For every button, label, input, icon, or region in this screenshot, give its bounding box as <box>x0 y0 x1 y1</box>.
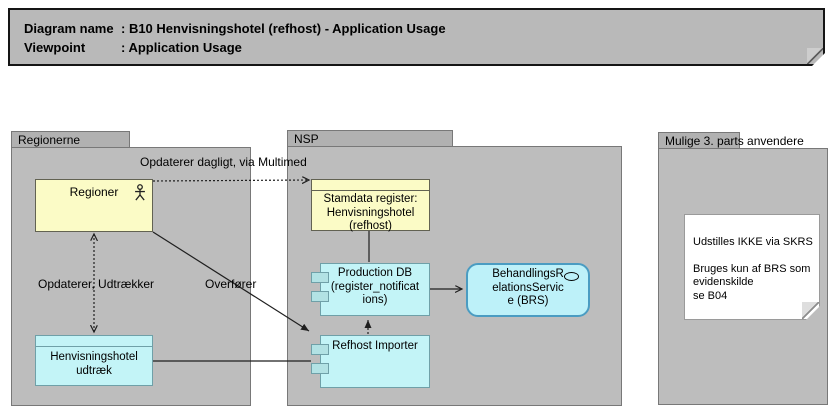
group-mulige-tab[interactable]: Mulige 3. parts anvendere <box>658 132 804 149</box>
header-row-diagram-name: Diagram name : B10 Henvisningshotel (ref… <box>24 19 823 38</box>
node-stamdata-register-label: Stamdata register: Henvisningshotel (ref… <box>323 193 418 232</box>
group-nsp-title: NSP <box>294 132 319 146</box>
connector-label-overfoerer: Overfører <box>205 277 257 291</box>
group-mulige-title: Mulige 3. parts anvendere <box>665 134 804 148</box>
header-label-viewpoint: Viewpoint <box>24 40 86 55</box>
connector-label-multimed: Opdaterer dagligt, via Multimed <box>140 155 307 169</box>
node-production-db-label: Production DB (register_notificat ions) <box>330 267 420 306</box>
actor-icon <box>135 184 145 201</box>
node-refhost-importer-label: Refhost Importer <box>332 340 418 352</box>
component-tab-icon <box>311 272 329 283</box>
diagram-header-note: Diagram name : B10 Henvisningshotel (ref… <box>8 8 825 66</box>
title-compartment-divider <box>36 336 152 347</box>
header-value-viewpoint: : Application Usage <box>121 40 242 55</box>
header-label-diagram-name: Diagram name <box>24 21 114 36</box>
node-henvisningshotel-udtraek-label: Henvisningshotel udtræk <box>50 351 138 377</box>
header-row-viewpoint: Viewpoint : Application Usage <box>24 38 823 57</box>
group-nsp-tab[interactable]: NSP <box>287 130 453 147</box>
header-value-diagram-name: : B10 Henvisningshotel (refhost) - Appli… <box>121 21 446 36</box>
connector-label-opdaterer-udtraekker: Opdaterer, Udtrækker <box>38 277 155 291</box>
sticky-note-text: Udstilles IKKE via SKRS Bruges kun af BR… <box>693 235 813 302</box>
node-refhost-importer[interactable]: Refhost Importer <box>311 335 430 388</box>
node-stamdata-register[interactable]: Stamdata register: Henvisningshotel (ref… <box>311 179 430 232</box>
component-tab-icon <box>311 291 329 302</box>
group-regionerne-title: Regionerne <box>18 133 81 147</box>
title-compartment-divider <box>312 180 429 191</box>
node-regioner-label: Regioner <box>69 185 119 199</box>
component-tab-icon <box>311 363 329 374</box>
service-ellipse-icon <box>564 272 579 281</box>
group-regionerne-tab[interactable]: Regionerne <box>11 131 130 148</box>
node-henvisningshotel-udtraek[interactable]: Henvisningshotel udtræk <box>35 335 153 386</box>
node-brs-service[interactable]: BehandlingsR elationsServic e (BRS) <box>466 263 590 317</box>
sticky-note[interactable]: Udstilles IKKE via SKRS Bruges kun af BR… <box>684 214 820 320</box>
node-production-db[interactable]: Production DB (register_notificat ions) <box>311 263 430 316</box>
component-tab-icon <box>311 344 329 355</box>
node-brs-service-label: BehandlingsR elationsServic e (BRS) <box>492 268 564 307</box>
node-regioner[interactable]: Regioner <box>35 179 153 232</box>
